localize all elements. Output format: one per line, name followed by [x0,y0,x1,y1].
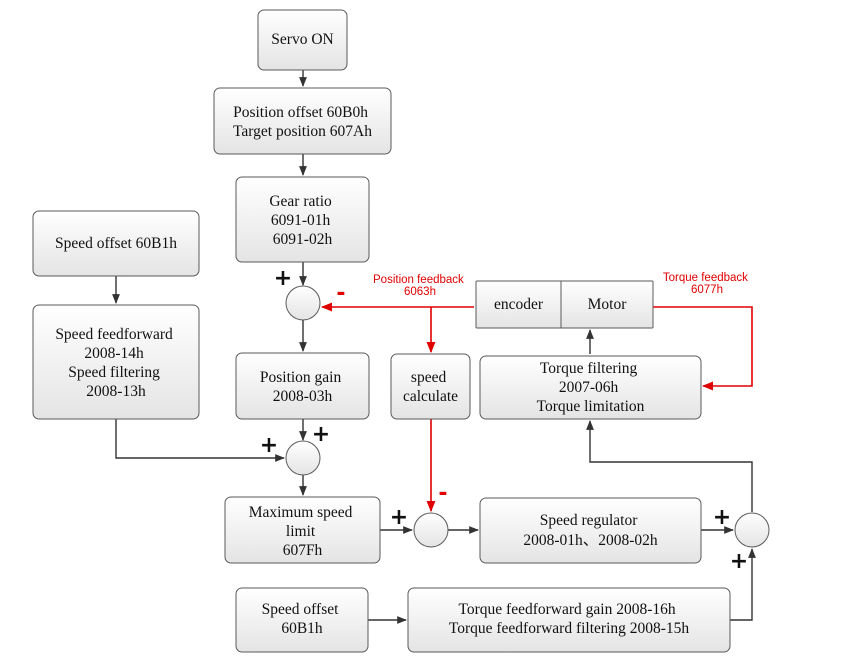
speed-regulator-index: 2008-01h、2008-02h [523,532,658,549]
motor-text: Motor [588,296,628,313]
signal-lines [112,70,756,624]
gear-ratio-num: 6091-01h [271,212,331,229]
sum-junction-speed-ref [285,440,321,476]
max-speed-line3: 607Fh [283,542,323,559]
speed-offset-bottom-line2: 60B1h [281,620,323,637]
position-gain-text: Position gain 2008-03h [260,369,345,405]
position-gain-title: Position gain [260,369,342,386]
minus-sign-sum1: - [336,281,345,306]
torque-feedback-label: Torque feedback 6077h [663,272,751,296]
max-speed-line1: Maximum speed [249,504,353,521]
gear-ratio-title: Gear ratio [269,193,332,210]
torque-limitation-title: Torque limitation [537,398,645,415]
plus-sign-sum4-left: + [713,505,731,530]
speed-feedforward-title: Speed feedforward [55,326,173,343]
block-encoder-motor: encoder Motor [475,280,654,329]
torque-feedback-index: 6077h [691,284,723,296]
speed-offset-bottom-line1: Speed offset [262,601,339,618]
position-gain-index: 2008-03h [273,388,333,405]
plus-sign-sum4-bottom: + [730,549,748,574]
gear-ratio-den: 6091-02h [273,231,333,248]
sum-junction-torque [734,512,770,548]
position-feedback-label: Position feedback 6063h [373,274,467,298]
speed-feedforward-index: 2008-14h [84,345,144,362]
speed-offset-top-line: Speed offset 60B1h [55,235,177,252]
feedback-lines [320,302,753,513]
torque-feedback-line [653,306,753,391]
block-gear-ratio: Gear ratio 6091-01h 6091-02h [235,176,370,263]
speed-feedforward-text: Speed feedforward 2008-14h Speed filteri… [55,326,176,400]
plus-sign-sum1: + [274,266,292,291]
plus-sign-sum3: + [390,505,408,530]
position-feedback-title: Position feedback [373,274,464,286]
speed-regulator-title: Speed regulator [540,512,639,529]
speed-offset-top-text: Speed offset 60B1h [55,235,177,252]
block-torque-feedforward: Torque feedforward gain 2008-16h Torque … [407,587,731,653]
block-speed-regulator: Speed regulator 2008-01h、2008-02h [479,497,702,564]
block-speed-calculate: speed calculate [390,353,471,420]
position-offset-line: Position offset 60B0h [233,104,368,121]
position-target-text: Position offset 60B0h Target position 60… [233,104,372,140]
block-max-speed-limit: Maximum speed limit 607Fh [224,496,381,564]
block-torque-filtering: Torque filtering 2007-06h Torque limitat… [479,355,702,420]
plus-sign-sum2-left: + [260,433,278,458]
torque-feedback-title: Torque feedback [663,272,748,284]
speed-calculate-line1: speed [411,369,447,386]
motor-label: Motor [588,296,628,313]
speed-regulator-text: Speed regulator 2008-01h、2008-02h [523,512,658,549]
block-servo-on: Servo ON [257,9,348,71]
speed-calculate-text: speed calculate [403,369,458,405]
torque-ff-gain-line: Torque feedforward gain 2008-16h [458,601,675,618]
plus-sign-sum2-top: + [312,422,330,447]
speed-calculate-line2: calculate [403,388,458,405]
torque-feedforward-text: Torque feedforward gain 2008-16h Torque … [449,601,690,637]
sum-junction-speed-error [413,512,449,548]
target-position-line: Target position 607Ah [233,123,372,140]
encoder-label: encoder [494,296,544,313]
servo-on-text: Servo ON [271,31,333,48]
gear-ratio-text: Gear ratio 6091-01h 6091-02h [269,193,335,248]
speed-filtering-index: 2008-13h [86,383,146,400]
speed-offset-bottom-text: Speed offset 60B1h [262,601,343,637]
encoder-text: encoder [494,296,544,313]
block-speed-offset-bottom: Speed offset 60B1h [235,587,369,653]
position-feedback-index: 6063h [404,286,436,298]
torque-filtering-text: Torque filtering 2007-06h Torque limitat… [537,360,645,415]
line-torqueff-to-sum4 [730,548,756,621]
line-feedforward-to-sum2 [115,419,285,462]
servo-on-line: Servo ON [271,31,333,48]
line-sum4-to-torquefilter [586,420,753,512]
speed-filtering-title: Speed filtering [68,364,160,381]
max-speed-limit-text: Maximum speed limit 607Fh [249,504,357,559]
max-speed-line2: limit [286,523,316,540]
block-speed-offset-top: Speed offset 60B1h [32,210,200,277]
block-position-target: Position offset 60B0h Target position 60… [213,87,392,155]
torque-ff-filter-line: Torque feedforward filtering 2008-15h [449,620,690,637]
block-speed-feedforward: Speed feedforward 2008-14h Speed filteri… [32,304,200,420]
sum-junction-position [285,285,321,321]
block-position-gain: Position gain 2008-03h [235,352,370,420]
torque-filtering-title: Torque filtering [540,360,638,377]
torque-filtering-index: 2007-06h [559,379,619,396]
minus-sign-sum3: - [438,481,447,506]
